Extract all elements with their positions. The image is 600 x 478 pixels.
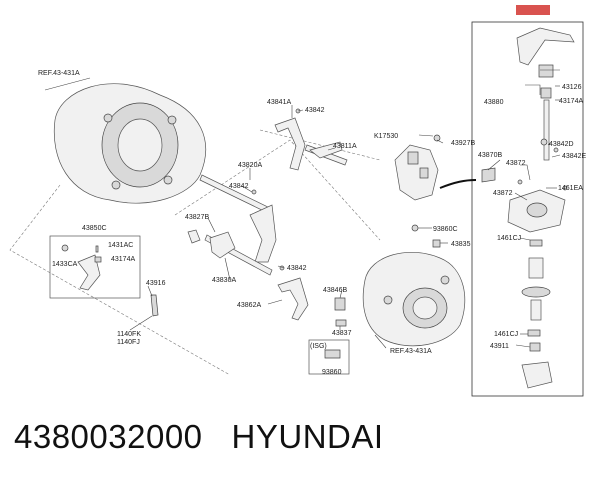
part-label: 43820A xyxy=(238,162,262,169)
part-label: 43927B xyxy=(451,140,475,147)
part-label: 43911 xyxy=(490,343,509,350)
inset-box-43850C xyxy=(49,235,141,299)
part-label: K17530 xyxy=(374,133,398,140)
detail-frame xyxy=(471,21,584,397)
part-label: 43126 xyxy=(562,84,582,91)
part-label: 43916 xyxy=(146,280,166,287)
part-label: 1461CJ xyxy=(497,235,521,242)
connector-arrow xyxy=(439,179,477,189)
part-label: 43872 xyxy=(493,190,513,197)
badge xyxy=(516,5,550,15)
part-label: 43842 xyxy=(229,183,249,190)
part-label: 43835 xyxy=(451,241,471,248)
shift-housing xyxy=(394,134,441,248)
part-label: 93860 xyxy=(322,369,342,376)
part-label: 43872 xyxy=(506,160,526,167)
part-label: 43841A xyxy=(267,99,291,106)
ref-label-top: REF.43-431A xyxy=(38,70,80,77)
exploded-parts-diagram: REF.43-431A xyxy=(9,5,586,397)
part-label: 1461EA xyxy=(558,185,583,192)
part-label: 43842E xyxy=(562,153,586,160)
part-label: 43830A xyxy=(212,277,236,284)
small-parts-center xyxy=(150,108,347,327)
perspective-line xyxy=(9,184,231,376)
part-label: 43174A xyxy=(111,256,135,263)
perspective-line xyxy=(259,129,381,161)
lever-assembly xyxy=(61,244,102,291)
part-label: 43870B xyxy=(478,152,502,159)
shift-lever-arm xyxy=(516,27,575,161)
isg-sensor xyxy=(324,349,341,359)
part-label: 1433CA xyxy=(52,261,78,268)
isg-box xyxy=(308,339,350,375)
part-label: 43837 xyxy=(332,330,352,337)
control-housing xyxy=(481,167,568,233)
part-label: 43174A xyxy=(559,98,583,105)
transmission-case-left xyxy=(44,77,207,204)
part-label: 93860C xyxy=(433,226,458,233)
ref-label-bottom: REF.43-431A xyxy=(390,348,432,355)
brand-name: HYUNDAI xyxy=(231,418,384,455)
shift-fork-middle xyxy=(187,204,277,276)
part-label: 43842D xyxy=(549,141,574,148)
part-caption: 4380032000 HYUNDAI xyxy=(14,418,384,456)
shift-fork-lower xyxy=(277,277,309,321)
spring-stack xyxy=(521,239,553,389)
part-label: (ISG) xyxy=(310,343,327,350)
part-label: 43846B xyxy=(323,287,347,294)
part-label: 1431AC xyxy=(108,242,133,249)
transmission-case-right xyxy=(362,251,466,347)
perspective-line xyxy=(174,139,381,241)
part-label: 43842 xyxy=(287,265,307,272)
part-number: 4380032000 xyxy=(14,418,203,455)
shift-rail-upper xyxy=(199,117,348,214)
part-label: 43827B xyxy=(185,214,209,221)
part-label: 43862A xyxy=(237,302,261,309)
part-label: 43811A xyxy=(333,143,357,150)
part-label: 43880 xyxy=(484,99,504,106)
part-label: 1140FJ xyxy=(117,339,140,346)
part-label: 1140FK xyxy=(117,331,141,338)
leader-lines xyxy=(129,69,561,349)
part-label: 43850C xyxy=(82,225,107,232)
part-label: 1461CJ xyxy=(494,331,518,338)
part-label: 43842 xyxy=(305,107,325,114)
